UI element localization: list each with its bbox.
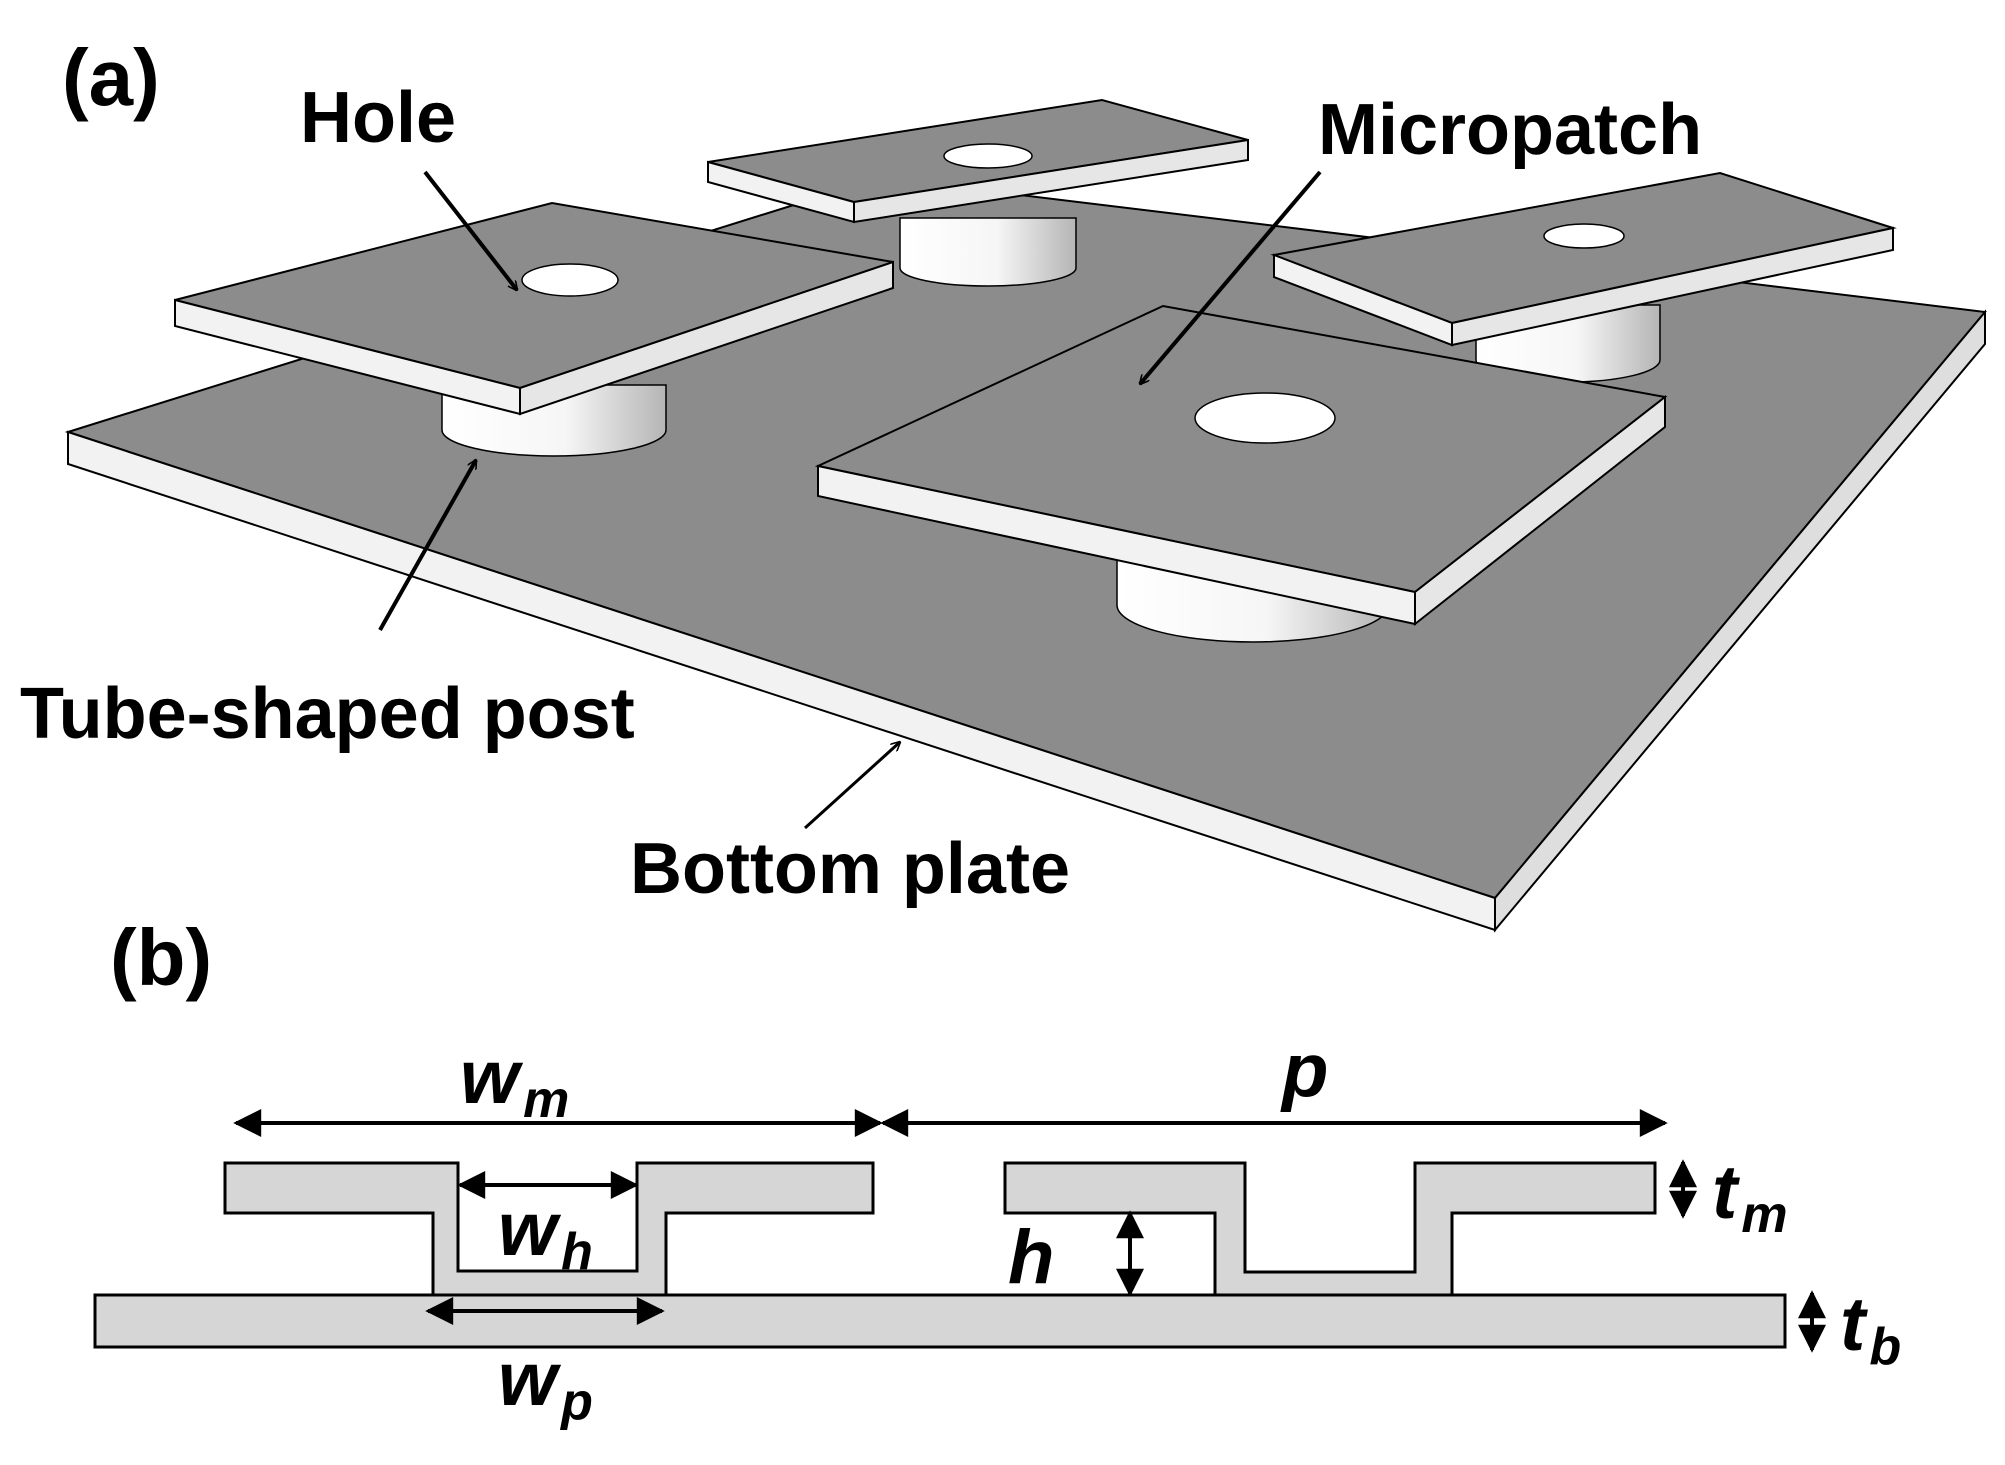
bottom-plate-right-edge [1494,309,1986,933]
hole [1543,223,1625,249]
unit-cell-left-section [223,1161,875,1297]
tb-label: tb [1840,1282,1901,1376]
post-arrow [378,460,478,631]
micropatch-left [174,201,894,457]
micropatch-edge [1451,226,1894,347]
micropatch-front-right [814,304,1668,643]
panel-b-label: (b) [110,913,212,1002]
unit-cell-right-section [1003,1161,1657,1297]
micropatch-label: Micropatch [1318,90,1702,170]
micropatch-edge [1414,394,1666,627]
micropatch-back-center [707,98,1249,287]
panel-b: (b) wm p wh wp h tm tb [93,913,1901,1431]
panel-a: (a) [20,33,1987,933]
bottom-plate-label: Bottom plate [630,829,1070,909]
wh-label: wh [498,1187,593,1281]
micropatch-edge [519,260,894,416]
hole [1194,392,1336,444]
tube-post [899,217,1077,287]
post-label: Tube-shaped post [20,674,635,754]
hole-arrow [423,170,517,290]
panel-a-label: (a) [62,33,160,122]
micropatch-back-right [1270,171,1897,383]
h-label: h [1008,1215,1054,1300]
bottom-plate-arrow [803,742,900,830]
hole-label: Hole [300,78,456,158]
micropatch-arrow [1140,170,1322,384]
wm-label: wm [460,1035,569,1129]
bottom-plate-section [93,1293,1787,1349]
p-label: p [1280,1028,1328,1113]
wp-label: wp [498,1337,593,1431]
micropatch-edge [853,138,1249,224]
hole [943,143,1033,169]
tm-label: tm [1712,1150,1788,1244]
hole [521,263,619,297]
